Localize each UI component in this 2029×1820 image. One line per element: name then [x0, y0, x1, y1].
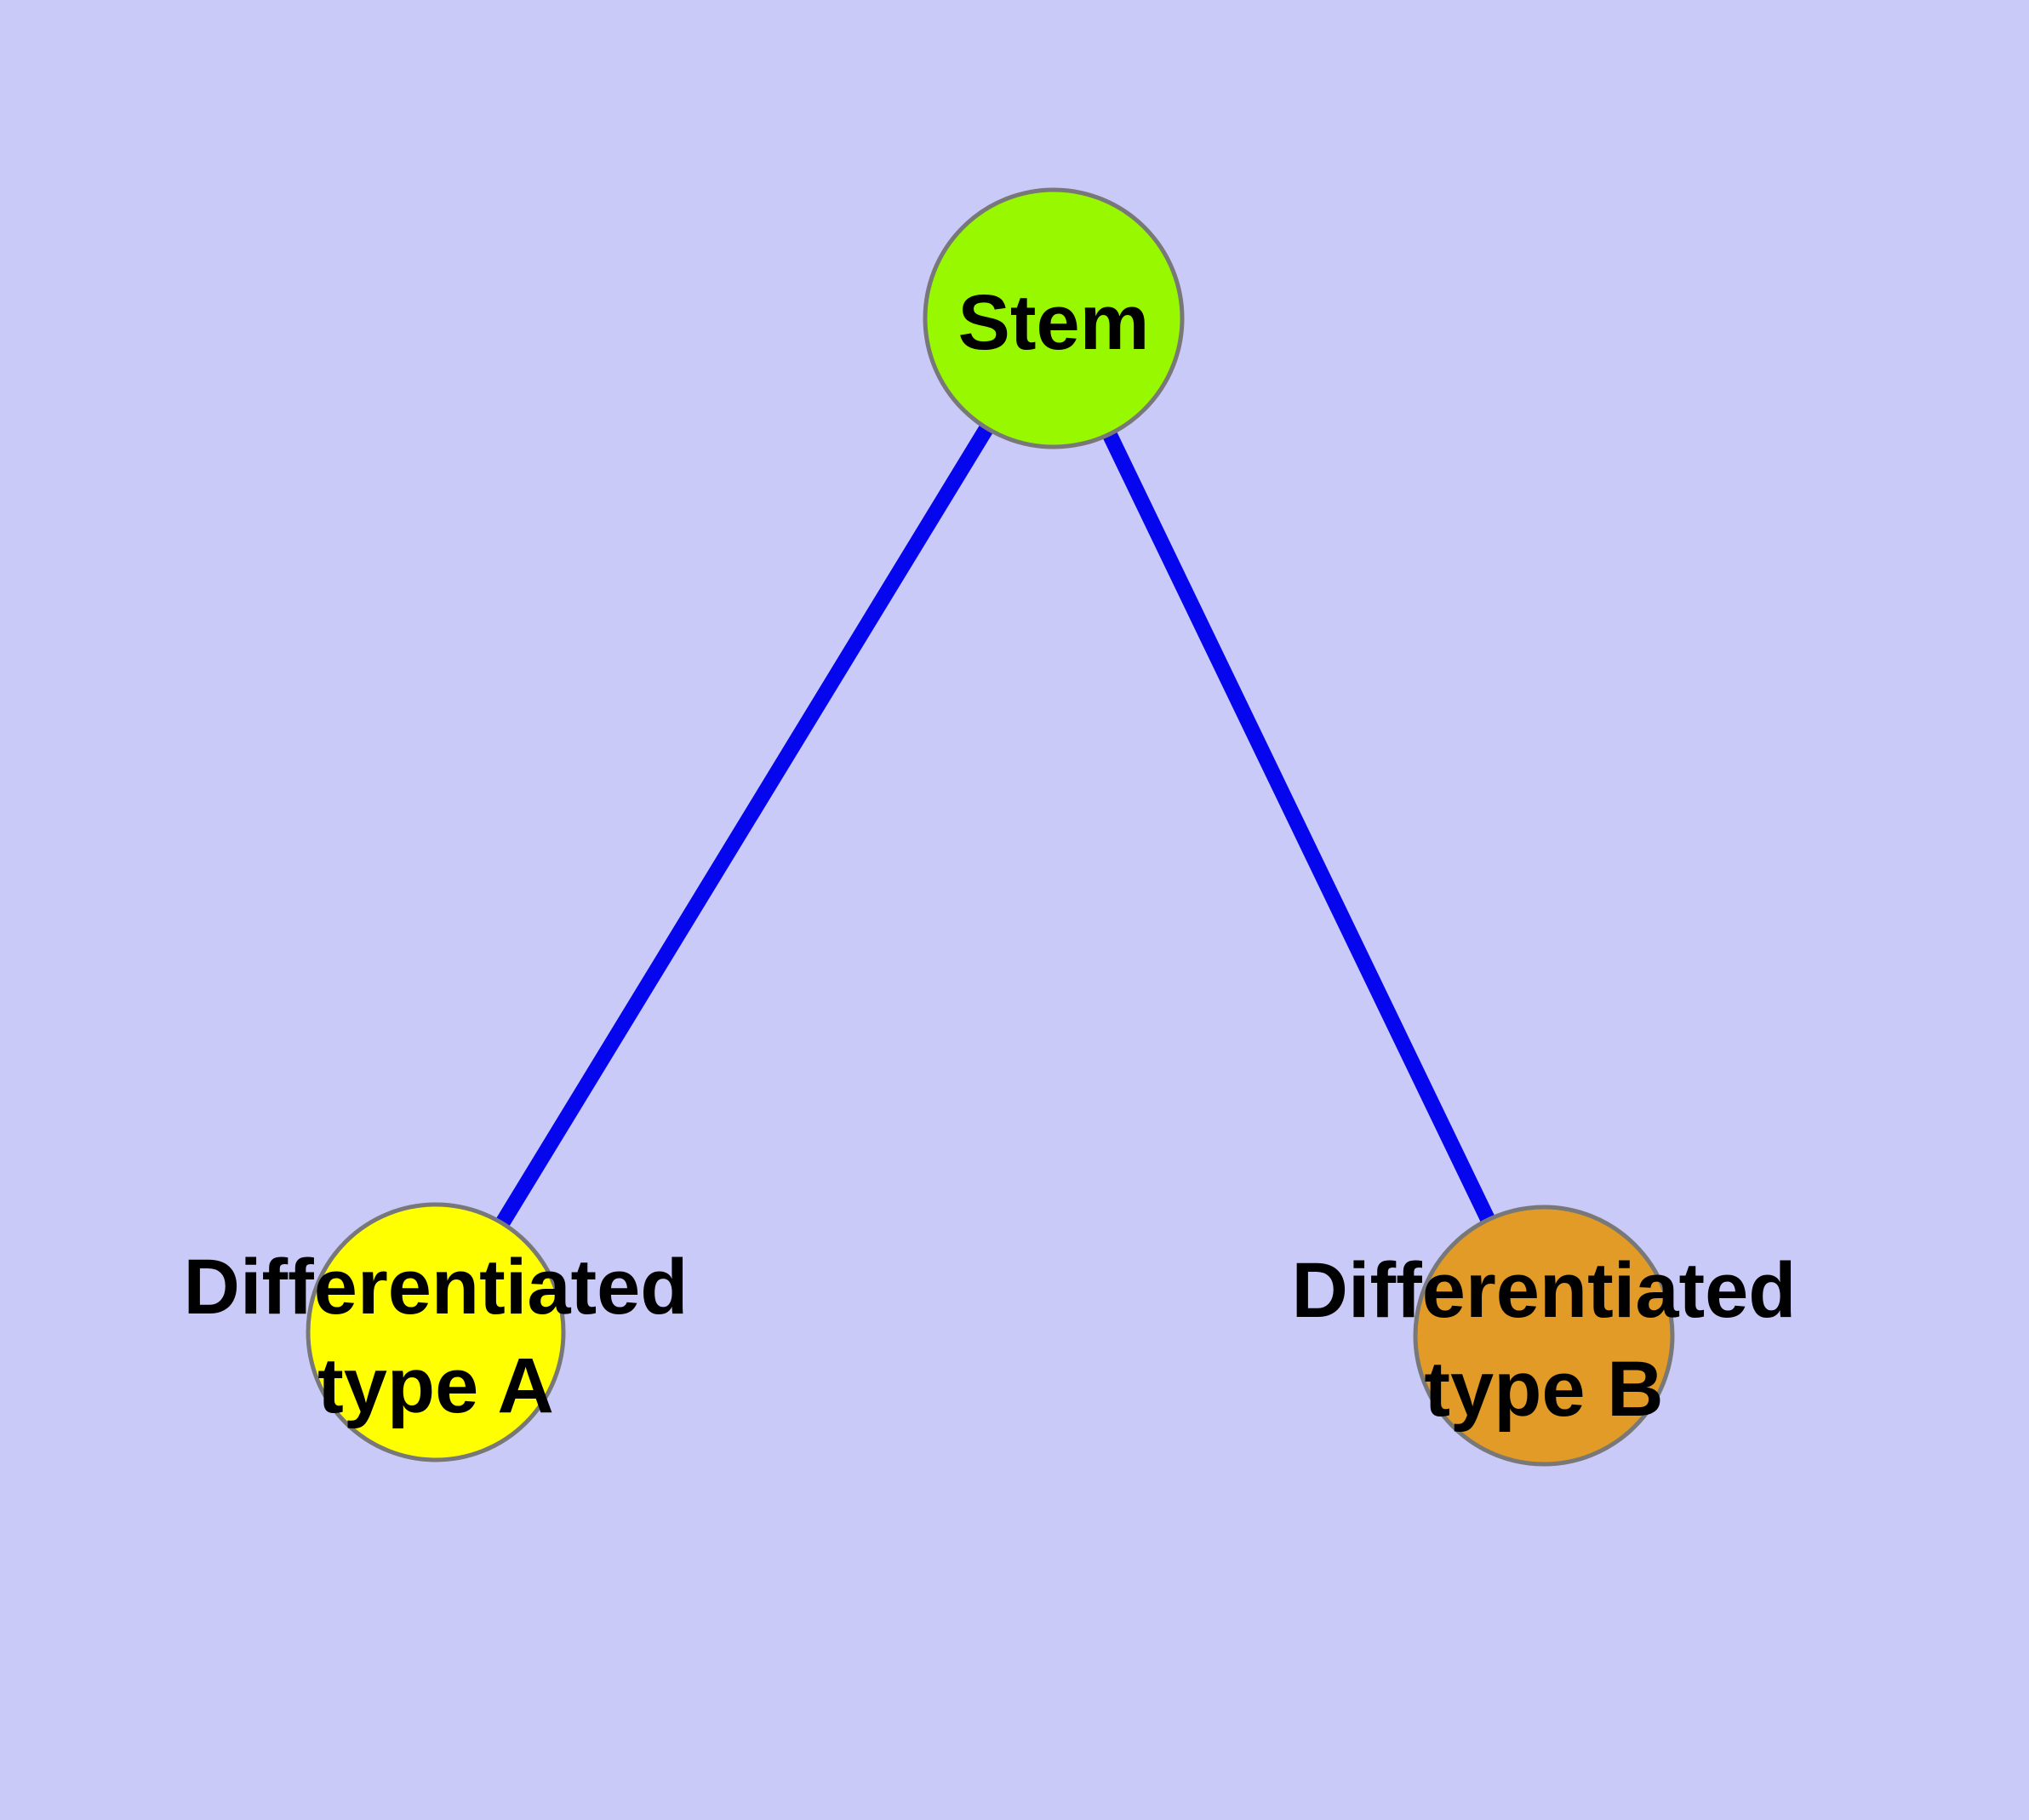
- edge-layer: [429, 314, 1552, 1339]
- node-circle-typeA: [306, 1202, 566, 1462]
- edge-stem-typeB[interactable]: [1046, 315, 1552, 1339]
- node-stem[interactable]: Stem: [923, 187, 1185, 449]
- node-circle-typeB: [1413, 1205, 1675, 1467]
- node-circle-stem: [923, 187, 1185, 449]
- node-label-stem: Stem: [958, 279, 1150, 366]
- edge-stem-typeA[interactable]: [429, 314, 1060, 1336]
